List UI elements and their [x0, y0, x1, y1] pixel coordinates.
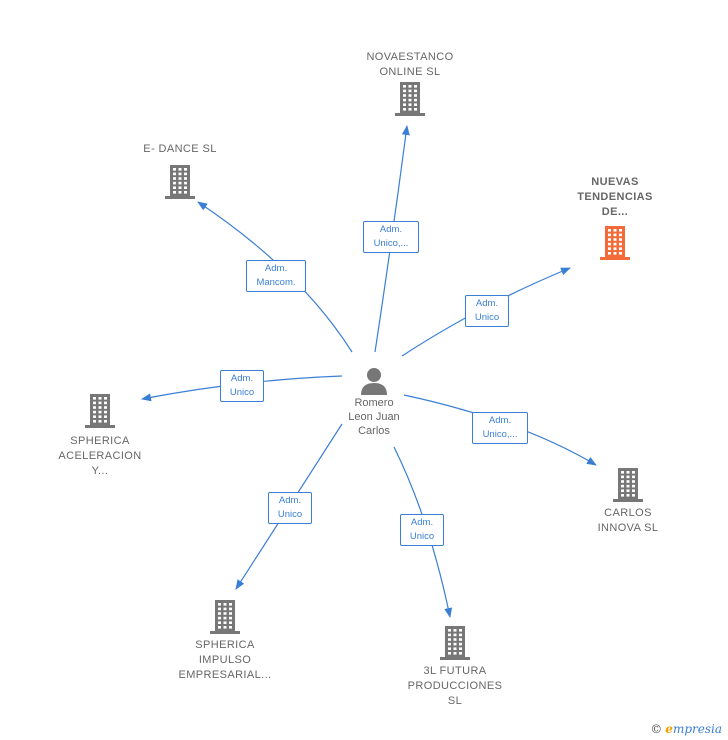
- role-label-spherica-acel[interactable]: Adm. Unico: [220, 370, 264, 402]
- role-label-nuevas[interactable]: Adm. Unico: [465, 295, 509, 327]
- company-label: 3L FUTURA PRODUCCIONES SL: [407, 665, 503, 707]
- brand-e: e: [665, 722, 673, 736]
- company-spherica-impulso[interactable]: SPHERICA IMPULSO EMPRESARIAL...: [165, 598, 285, 683]
- copyright-symbol: ©: [650, 722, 663, 736]
- company-3l-futura[interactable]: 3L FUTURA PRODUCCIONES SL: [395, 624, 515, 709]
- company-spherica-aceleracion[interactable]: SPHERICA ACELERACION Y...: [45, 392, 155, 479]
- brand-name: mpresia: [672, 722, 722, 736]
- company-label: SPHERICA IMPULSO EMPRESARIAL...: [178, 639, 272, 681]
- role-label-novaestanco[interactable]: Adm. Unico,...: [363, 221, 419, 253]
- company-label: NOVAESTANCO ONLINE SL: [366, 51, 454, 78]
- building-icon: [440, 626, 470, 660]
- building-icon: [613, 468, 643, 502]
- person-icon: [361, 368, 387, 395]
- building-icon: [165, 165, 195, 199]
- role-label-carlos-innova[interactable]: Adm. Unico,...: [472, 412, 528, 444]
- role-label-edance[interactable]: Adm. Mancom.: [246, 260, 306, 292]
- building-icon: [600, 226, 630, 260]
- empresia-footer[interactable]: ©empresia: [650, 722, 722, 736]
- company-label: NUEVAS TENDENCIAS DE...: [577, 176, 653, 218]
- company-novaestanco[interactable]: NOVAESTANCO ONLINE SL: [355, 50, 465, 116]
- person-name: Romero Leon Juan Carlos: [348, 397, 400, 437]
- person-node[interactable]: Romero Leon Juan Carlos: [330, 366, 418, 438]
- role-label-spherica-imp[interactable]: Adm. Unico: [268, 492, 312, 524]
- company-label: CARLOS INNOVA SL: [597, 507, 659, 534]
- company-nuevas-tendencias[interactable]: NUEVAS TENDENCIAS DE...: [560, 175, 670, 260]
- building-icon: [85, 394, 115, 428]
- role-label-futura[interactable]: Adm. Unico: [400, 514, 444, 546]
- company-carlos-innova[interactable]: CARLOS INNOVA SL: [573, 466, 683, 536]
- company-label: E- DANCE SL: [143, 143, 217, 155]
- company-edance[interactable]: E- DANCE SL: [125, 142, 235, 199]
- company-label: SPHERICA ACELERACION Y...: [58, 435, 142, 477]
- building-icon: [395, 82, 425, 116]
- building-icon: [210, 600, 240, 634]
